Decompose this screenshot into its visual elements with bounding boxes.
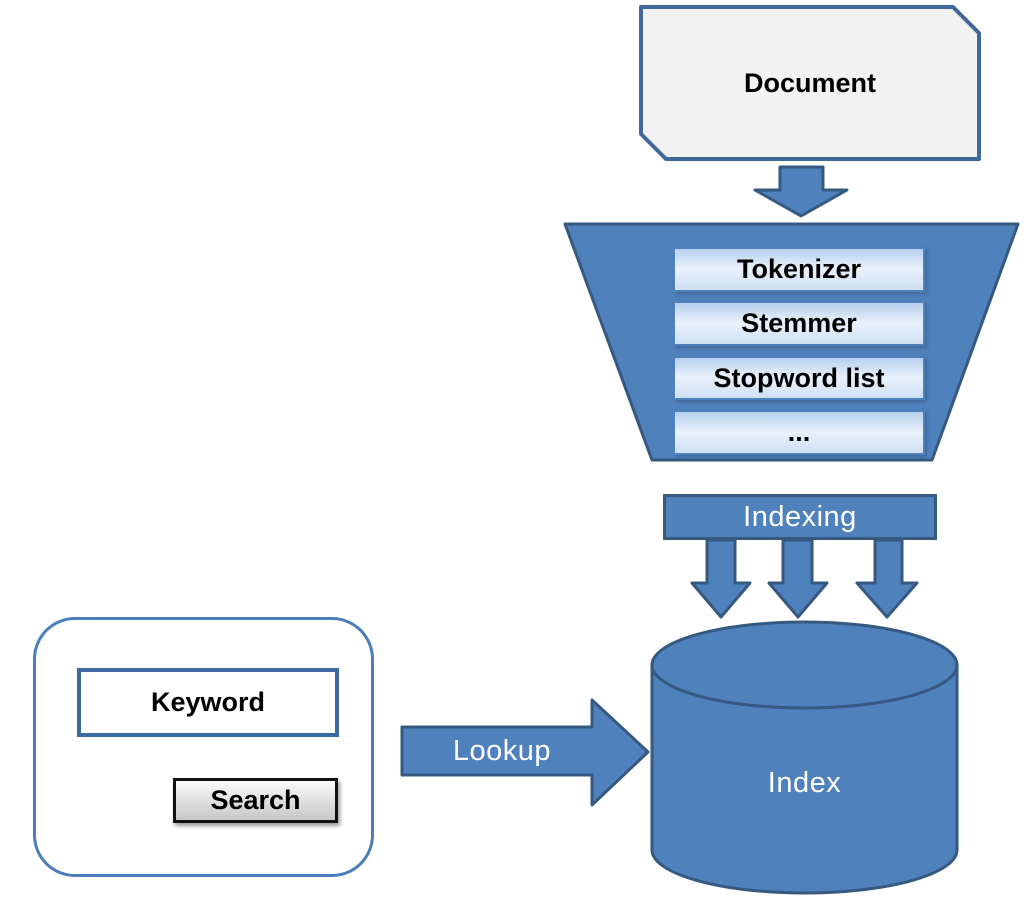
pipeline-box-stemmer: Stemmer <box>673 301 925 346</box>
search-button[interactable]: Search <box>173 778 338 823</box>
pipeline-box-stemmer-label: Stemmer <box>741 308 857 338</box>
indexing-arrow-left <box>690 538 752 619</box>
keyword-input[interactable]: Keyword <box>77 668 339 737</box>
lookup-arrow-shape <box>400 698 650 807</box>
pipeline-box-tokenizer-label: Tokenizer <box>736 254 862 284</box>
pipeline-box-ellipsis: ... <box>673 410 925 455</box>
indexing-box: Indexing <box>663 494 937 540</box>
indexing-arrow-center <box>767 538 829 619</box>
search-button-label: Search <box>210 785 301 815</box>
indexing-arrow-right <box>855 538 919 619</box>
search-panel <box>33 617 374 877</box>
pipeline-box-stopword-list-label: Stopword list <box>713 362 885 393</box>
pipeline-box-stopword-list: Stopword list <box>673 356 925 400</box>
document-label: Document <box>743 67 876 98</box>
index-cylinder-body <box>650 665 959 895</box>
pipeline-box-tokenizer: Tokenizer <box>673 247 925 292</box>
index-cylinder-top <box>650 620 959 710</box>
document-shape <box>639 5 981 161</box>
document-to-funnel-arrow <box>753 165 849 218</box>
indexing-label: Indexing <box>743 500 857 533</box>
index-store-label: Index <box>767 766 842 799</box>
lookup-label: Lookup <box>452 734 552 767</box>
keyword-input-label: Keyword <box>150 687 266 717</box>
pipeline-box-ellipsis-label: ... <box>787 417 811 447</box>
